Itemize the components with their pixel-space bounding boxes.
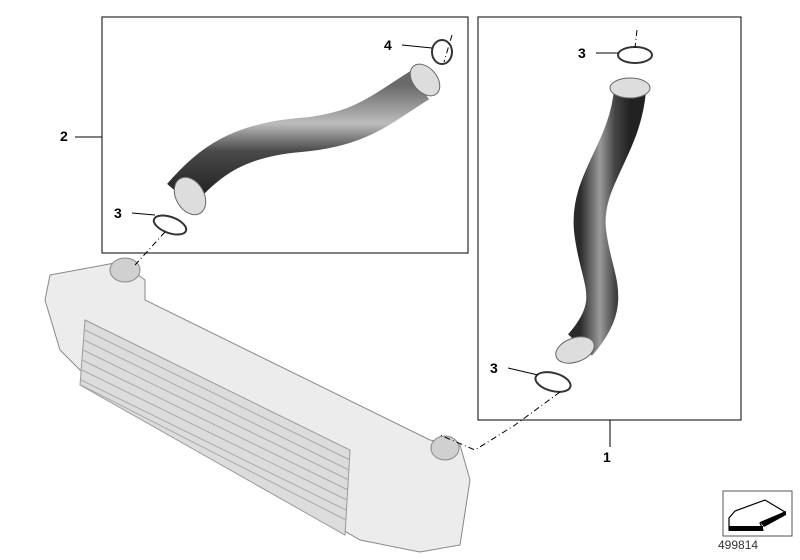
seal-ring xyxy=(617,46,653,64)
intercooler xyxy=(44,257,471,553)
callout-1: 1 xyxy=(603,449,611,465)
seal-ring xyxy=(431,39,453,65)
callout-3-left: 3 xyxy=(114,205,122,221)
seal-ring xyxy=(534,371,572,393)
group-frame-1 xyxy=(477,16,742,421)
callout-3-bottom-right: 3 xyxy=(490,360,498,376)
seal-ring xyxy=(152,214,188,236)
group-frame-2 xyxy=(101,16,469,254)
callout-2: 2 xyxy=(60,128,68,144)
document-number: 499814 xyxy=(718,538,759,552)
callout-4: 4 xyxy=(384,37,392,53)
charge-air-hose-1 xyxy=(567,88,646,356)
charge-air-hose-2 xyxy=(167,70,430,207)
callout-3-top-right: 3 xyxy=(578,45,586,61)
